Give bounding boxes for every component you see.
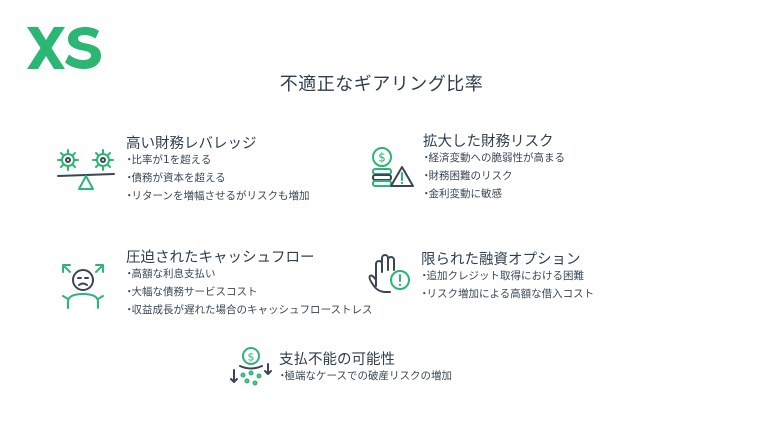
list-item: 極端なケースでの破産リスクの増加 bbox=[277, 367, 452, 385]
svg-text:$: $ bbox=[248, 351, 255, 364]
list-item: 財務困難のリスク bbox=[421, 167, 565, 185]
coins-warning-icon: $ bbox=[372, 147, 414, 187]
list-item: 収益成長が遅れた場合のキャッシュフローストレス bbox=[124, 301, 373, 319]
svg-text:$: $ bbox=[378, 151, 386, 165]
bullet-list: 極端なケースでの破産リスクの増加 bbox=[277, 367, 452, 385]
list-item: リターンを増幅させるがリスクも増加 bbox=[124, 187, 310, 205]
page-title: 不適正なギアリング比率 bbox=[279, 74, 484, 95]
bullet-list: 経済変動への脆弱性が高まる 財務困難のリスク 金利変動に敏感 bbox=[421, 149, 566, 203]
list-item: 経済変動への脆弱性が高まる bbox=[421, 149, 566, 167]
xs-logo bbox=[27, 27, 101, 69]
section-heading: 圧迫されたキャッシュフロー bbox=[126, 250, 315, 266]
section-heading: 高い財務レバレッジ bbox=[126, 136, 257, 152]
balance-gears-icon bbox=[57, 149, 115, 190]
money-melting-icon: $ bbox=[230, 347, 272, 386]
stressed-person-icon bbox=[62, 264, 104, 309]
bullet-list: 高額な利息支払い 大幅な債務サービスコスト 収益成長が遅れた場合のキャッシュフロ… bbox=[124, 265, 373, 319]
section-heading: 限られた融資オプション bbox=[421, 252, 581, 268]
list-item: 追加クレジット取得における困難 bbox=[419, 267, 594, 285]
list-item: 金利変動に敏感 bbox=[421, 185, 565, 203]
hand-stop-warning-icon bbox=[368, 254, 410, 293]
bullet-list: 比率が1を超える 債務が資本を超える リターンを増幅させるがリスクも増加 bbox=[124, 151, 310, 205]
bullet-list: 追加クレジット取得における困難 リスク増加による高額な借入コスト bbox=[419, 267, 595, 303]
list-item: リスク増加による高額な借入コスト bbox=[419, 285, 595, 303]
section-heading: 支払不能の可能性 bbox=[279, 352, 395, 368]
list-item: 比率が1を超える bbox=[124, 151, 309, 169]
list-item: 大幅な債務サービスコスト bbox=[124, 283, 372, 301]
list-item: 債務が資本を超える bbox=[124, 169, 309, 187]
section-heading: 拡大した財務リスク bbox=[423, 134, 554, 150]
list-item: 高額な利息支払い bbox=[124, 265, 372, 283]
